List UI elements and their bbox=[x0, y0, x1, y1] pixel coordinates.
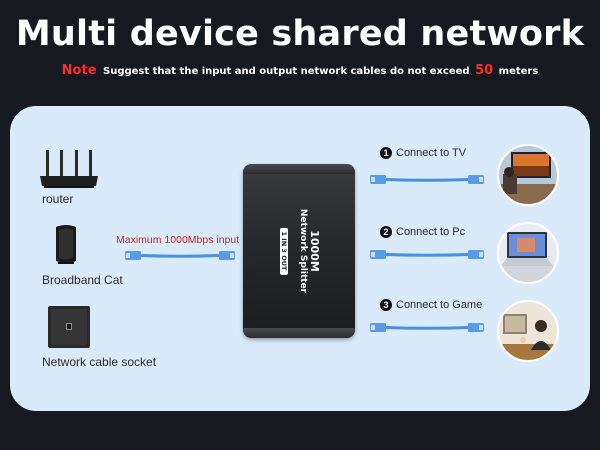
router-label: router bbox=[42, 192, 74, 206]
laptop-scene-icon bbox=[497, 222, 559, 284]
note-number: 50 bbox=[475, 63, 494, 78]
router-icon bbox=[40, 150, 98, 188]
wall-socket-icon bbox=[48, 306, 90, 348]
output-cable-1 bbox=[370, 175, 484, 184]
splitter-line2: Network Splitter bbox=[298, 208, 308, 294]
note-text-before: Suggest that the input and output networ… bbox=[103, 66, 470, 77]
input-cable bbox=[125, 251, 235, 260]
output-2-label: 2 Connect to Pc bbox=[380, 226, 466, 239]
splitter-label: 1000M Network Splitter 1 IN 3 OUT bbox=[278, 208, 321, 294]
splitter-line1: 1000M bbox=[308, 230, 321, 272]
network-splitter: 1000M Network Splitter 1 IN 3 OUT bbox=[243, 164, 355, 338]
output-1-label: 1 Connect to TV bbox=[380, 147, 467, 160]
note-label: Note bbox=[61, 63, 97, 78]
wall-socket-label: Network cable socket bbox=[42, 355, 157, 369]
splitter-top-edge bbox=[243, 164, 355, 174]
gamer-scene-icon bbox=[497, 300, 559, 362]
note-line: Note Suggest that the input and output n… bbox=[0, 63, 600, 78]
output-3-number: 3 bbox=[380, 299, 392, 312]
output-cable-3 bbox=[370, 323, 484, 332]
output-3-label: 3 Connect to Game bbox=[380, 299, 483, 312]
modem-icon bbox=[56, 225, 76, 264]
output-cable-2 bbox=[370, 250, 484, 259]
output-3-text: Connect to Game bbox=[396, 299, 483, 312]
note-text-after: meters bbox=[498, 66, 539, 77]
modem-label: Broadband Cat bbox=[42, 273, 123, 287]
splitter-bottom-edge bbox=[243, 328, 355, 338]
splitter-line3: 1 IN 3 OUT bbox=[280, 227, 288, 275]
output-1-text: Connect to TV bbox=[396, 147, 467, 160]
page-title: Multi device shared network bbox=[15, 14, 585, 54]
output-2-number: 2 bbox=[380, 226, 392, 239]
input-cable-label: Maximum 1000Mbps input bbox=[116, 234, 240, 246]
tv-scene-icon bbox=[497, 144, 559, 206]
output-1-number: 1 bbox=[380, 147, 392, 160]
output-2-text: Connect to Pc bbox=[396, 226, 466, 239]
